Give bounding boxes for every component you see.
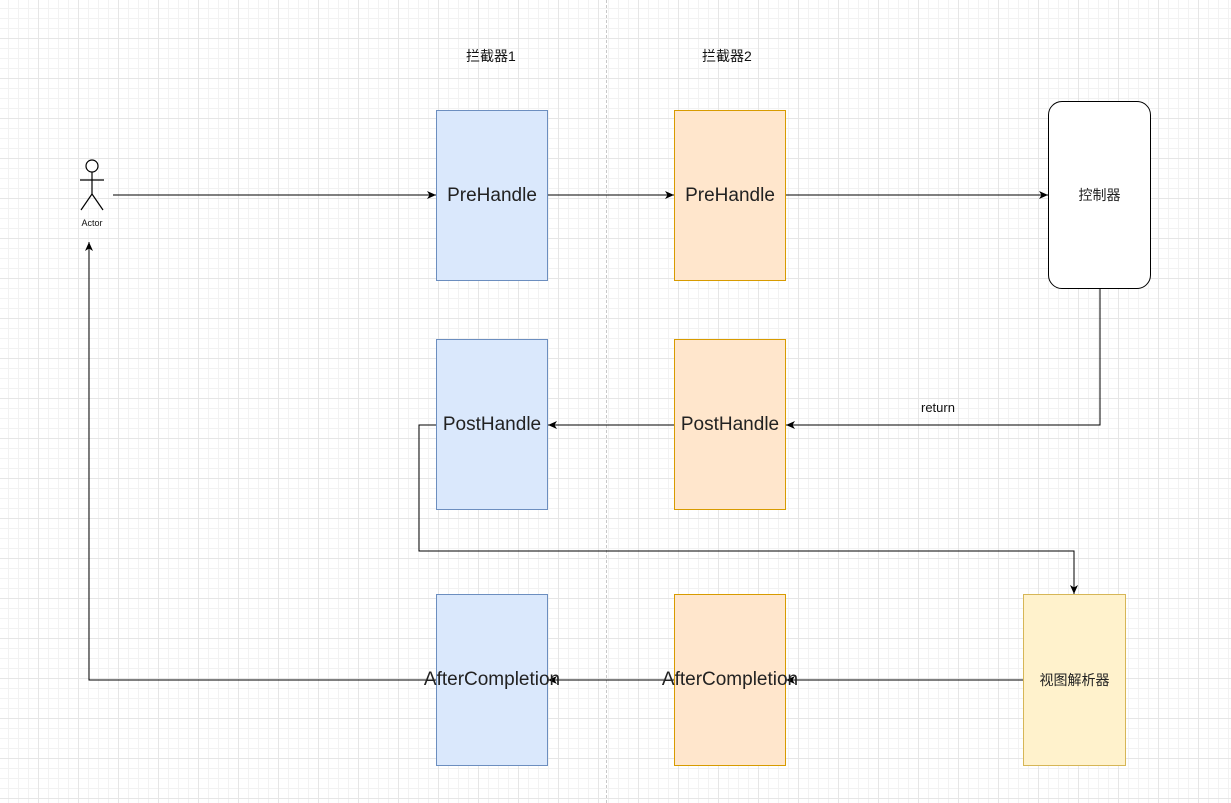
edge-controller-to-post2 <box>786 288 1101 429</box>
interceptor2-posthandle-label: PostHandle <box>680 413 780 435</box>
interceptor1-posthandle-box[interactable]: PostHandle <box>436 339 548 510</box>
interceptor1-header: 拦截器1 <box>466 48 516 64</box>
interceptor2-aftercompletion-box[interactable]: AfterCompletion <box>662 594 798 766</box>
interceptor1-aftercompletion-box[interactable]: AfterCompletion <box>424 594 560 766</box>
interceptor2-aftercompletion-label: AfterCompletion <box>661 669 799 690</box>
actor-icon <box>80 159 104 211</box>
interceptor2-header: 拦截器2 <box>702 48 752 64</box>
interceptor2-posthandle-box[interactable]: PostHandle <box>674 339 786 510</box>
interceptor1-prehandle-label: PreHandle <box>447 184 537 206</box>
actor-label: Actor <box>81 218 103 228</box>
view-resolver-label: 视图解析器 <box>1039 672 1110 688</box>
edge-post1-to-view-resolver <box>418 424 1078 594</box>
return-edge-label: return <box>921 400 955 415</box>
interceptor1-aftercompletion-label: AfterCompletion <box>423 669 561 690</box>
controller-box[interactable]: 控制器 <box>1048 101 1151 289</box>
interceptor-divider <box>606 0 607 803</box>
interceptor1-posthandle-label: PostHandle <box>442 413 542 435</box>
view-resolver-box[interactable]: 视图解析器 <box>1023 594 1126 766</box>
interceptor2-prehandle-label: PreHandle <box>685 184 775 206</box>
edge-after1-to-actor <box>85 242 436 681</box>
controller-label: 控制器 <box>1078 187 1121 203</box>
interceptor2-prehandle-box[interactable]: PreHandle <box>674 110 786 281</box>
interceptor1-prehandle-box[interactable]: PreHandle <box>436 110 548 281</box>
